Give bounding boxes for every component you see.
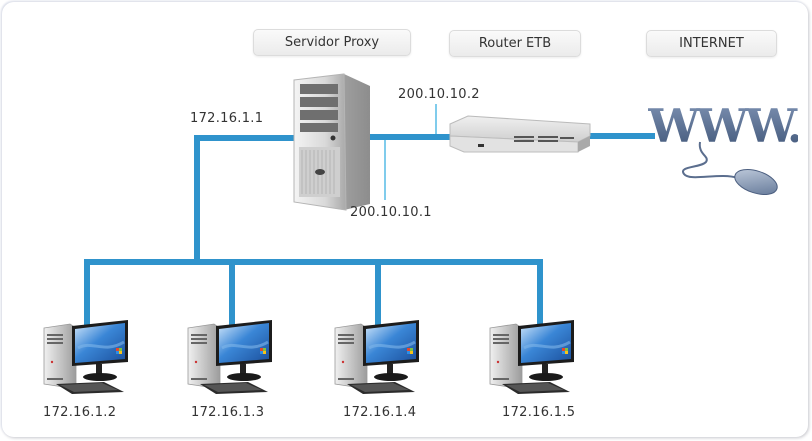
label-router-etb: Router ETB xyxy=(449,30,581,57)
ip-proxy-wan: 200.10.10.1 xyxy=(350,205,432,220)
desktop-computer-icon xyxy=(489,320,574,394)
client-pc-1[interactable] xyxy=(42,318,134,398)
label-internet: INTERNET xyxy=(646,30,777,57)
router-etb[interactable] xyxy=(444,114,594,158)
network-switch-icon xyxy=(449,115,591,153)
ip-proxy-lan: 172.16.1.1 xyxy=(190,111,264,126)
desktop-computer-icon xyxy=(187,320,272,394)
desktop-computer-icon xyxy=(43,320,128,394)
internet-node[interactable]: WWW. xyxy=(647,99,803,204)
ip-pc-4: 172.16.1.5 xyxy=(502,405,576,420)
diagram-frame xyxy=(2,2,808,437)
client-pc-3[interactable] xyxy=(333,318,425,398)
www-mouse-icon: WWW. xyxy=(647,99,803,195)
server-tower-icon xyxy=(293,73,370,211)
client-pc-4[interactable] xyxy=(488,318,580,398)
ip-pc-2: 172.16.1.3 xyxy=(191,405,265,420)
svg-text:WWW.: WWW. xyxy=(648,100,798,153)
ip-pc-1: 172.16.1.2 xyxy=(43,405,117,420)
proxy-server[interactable] xyxy=(290,70,372,216)
link-lan-trunk xyxy=(194,135,295,265)
label-servidor-proxy: Servidor Proxy xyxy=(253,29,411,56)
ip-router-wan: 200.10.10.2 xyxy=(398,87,480,102)
ip-pc-3: 172.16.1.4 xyxy=(343,405,417,420)
client-pc-2[interactable] xyxy=(186,318,278,398)
desktop-computer-icon xyxy=(334,320,419,394)
